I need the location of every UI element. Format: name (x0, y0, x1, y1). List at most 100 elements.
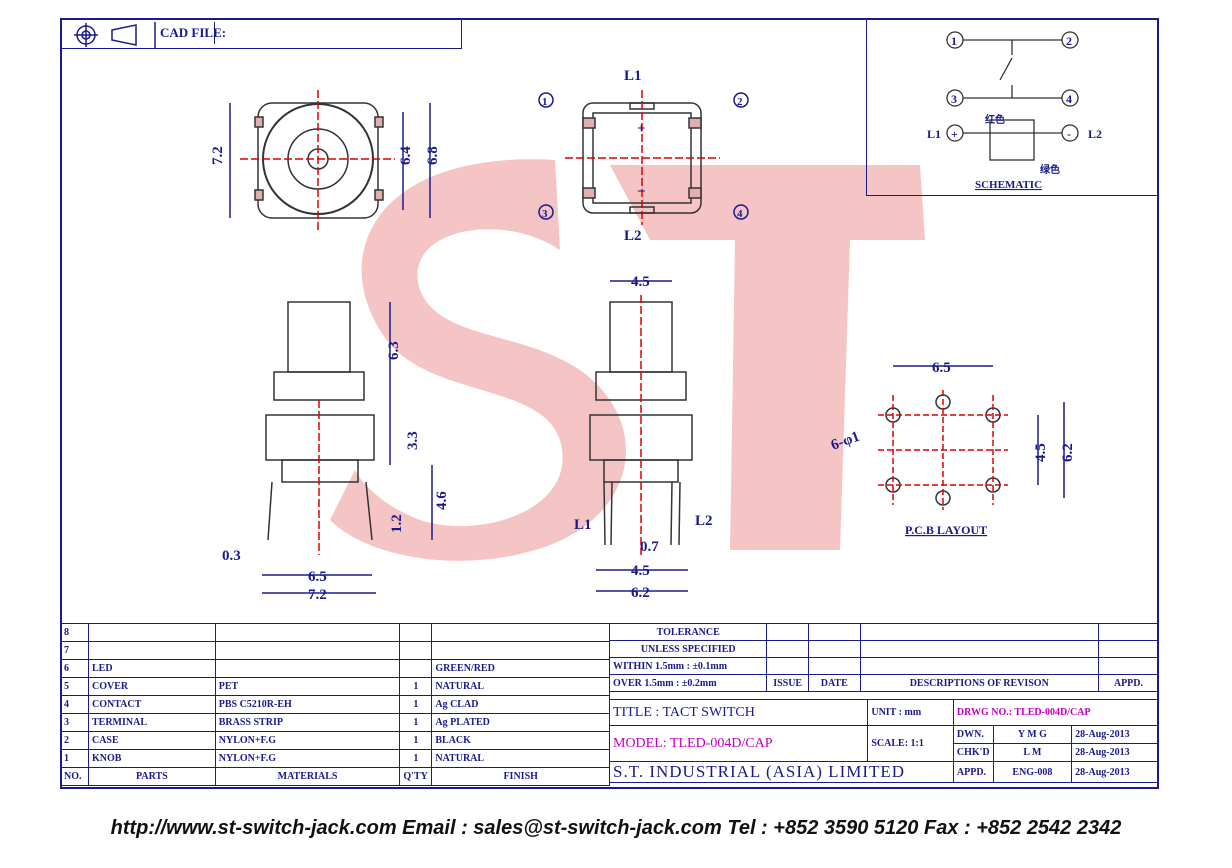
schem-pin-2: 2 (1066, 34, 1072, 48)
front-view (262, 301, 433, 594)
date-header: DATE (807, 674, 861, 692)
bom-cell-material (214, 659, 401, 678)
dim-front-0.3: 0.3 (222, 548, 241, 564)
bom-cell-qty (399, 623, 433, 642)
dim-front-4.6: 4.6 (434, 491, 450, 510)
bottom-l1-label: L1 (624, 68, 642, 84)
bom-cell-finish: Ag CLAD (431, 695, 610, 714)
appd-header: APPD. (1097, 674, 1160, 692)
bottom-plus: + (637, 121, 646, 137)
bom-cell-qty (399, 641, 433, 660)
bom-cell-part: TERMINAL (87, 713, 216, 732)
dim-front-6.3: 6.3 (386, 341, 402, 360)
dim-top-6.8: 6.8 (425, 146, 441, 165)
schem-minus: - (1067, 127, 1071, 141)
cad-file-label: CAD FILE: (160, 25, 227, 40)
chk-value: L M (992, 743, 1073, 762)
company-name: S.T. INDUSTRIAL (ASIA) LIMITED (609, 761, 954, 783)
bom-cell-finish (431, 641, 610, 660)
bom-row: 7 (60, 641, 610, 660)
tolerance: TOLERANCE (608, 623, 768, 641)
bom-cell-no: 3 (60, 713, 89, 732)
schem-l2: L2 (1088, 127, 1102, 141)
bom-cell-part (87, 641, 216, 660)
bottom-pin-3: 3 (542, 208, 548, 220)
schem-red-label: 红色 (985, 113, 1005, 126)
bom-cell-material: PBS C5210R-EH (214, 695, 401, 714)
dim-front-6.5: 6.5 (308, 569, 327, 585)
bom-cell-qty (399, 659, 433, 678)
bom-cell-no: 2 (60, 731, 89, 750)
dwn-value: Y M G (992, 725, 1073, 744)
dim-top-7.2: 7.2 (210, 146, 226, 165)
bom-cell-material: NYLON+F.G (214, 749, 401, 768)
unit: UNIT : mm (867, 699, 954, 726)
bottom-view (538, 90, 749, 225)
tol-within: WITHIN 1.5mm : ±0.1mm (608, 657, 768, 675)
bom-cell-part: COVER (87, 677, 216, 696)
bom-row: 8 (60, 623, 610, 642)
dim-front-3.3: 3.3 (405, 431, 421, 450)
appd-date: 28-Aug-2013 (1071, 761, 1159, 783)
desc-header: DESCRIPTIONS OF REVISON (859, 674, 1099, 692)
cad-file-box: CAD FILE: (60, 18, 462, 49)
unless-specified: UNLESS SPECIFIED (608, 640, 768, 658)
schem-plus: + (951, 127, 958, 141)
drawing-sheet (60, 18, 1159, 789)
bom-cell-part: CASE (87, 731, 216, 750)
drawing-title: TITLE : TACT SWITCH (608, 699, 869, 726)
title-block-lower: TITLE : TACT SWITCH UNIT : mm DRWG NO.: … (608, 699, 1160, 783)
dim-front-1.2: 1.2 (389, 514, 405, 533)
bottom-l2-label: L2 (624, 228, 642, 244)
drawing-number: DRWG NO.: TLED-004D/CAP (952, 699, 1160, 726)
pcb-dim-6.2: 6.2 (1060, 443, 1076, 462)
pcb-layout (878, 365, 1065, 510)
pcb-dim-6.5: 6.5 (932, 360, 951, 376)
appd-label: APPD. (952, 761, 994, 783)
schem-pin-3: 3 (951, 92, 957, 106)
bom-cell-finish: NATURAL (431, 677, 610, 696)
title-block: TOLERANCE UNLESS SPECIFIED WITHIN 1.5mm … (608, 623, 1160, 692)
issue-header: ISSUE (766, 674, 809, 692)
side-l1-label: L1 (574, 517, 592, 533)
projection-icon (74, 22, 156, 48)
appd-value: ENG-008 (992, 761, 1073, 783)
projection-symbol-box (74, 22, 215, 44)
dwn-date: 28-Aug-2013 (1071, 725, 1159, 744)
bom-cell-qty: 1 (399, 677, 433, 696)
bom-cell-qty: 1 (399, 695, 433, 714)
schematic-diagram (946, 31, 1079, 161)
dim-side-4.5: 4.5 (631, 563, 650, 579)
bom-cell-material (214, 623, 401, 642)
bom-h-finish: FINISH (431, 767, 610, 786)
dim-side-0.7: 0.7 (640, 539, 659, 555)
bom-cell-qty: 1 (399, 713, 433, 732)
bom-header-row: NO. PARTS MATERIALS Q'TY FINISH (60, 767, 610, 786)
bom-cell-qty: 1 (399, 731, 433, 750)
bom-cell-no: 4 (60, 695, 89, 714)
bottom-minus: − (637, 184, 646, 200)
bom-h-parts: PARTS (87, 767, 216, 786)
bom-cell-finish: NATURAL (431, 749, 610, 768)
bom-cell-part: KNOB (87, 749, 216, 768)
bom-cell-finish: Ag PLATED (431, 713, 610, 732)
schem-pin-1: 1 (951, 34, 957, 48)
bom-cell-material (214, 641, 401, 660)
schem-l1: L1 (927, 127, 941, 141)
schem-pin-4: 4 (1066, 92, 1072, 106)
dwn-label: DWN. (952, 725, 994, 744)
bom-h-qty: Q'TY (399, 767, 433, 786)
model-name: MODEL: TLED-004D/CAP (608, 725, 869, 762)
chk-label: CHK'D (952, 743, 994, 762)
chk-date: 28-Aug-2013 (1071, 743, 1159, 762)
bom-cell-no: 5 (60, 677, 89, 696)
bom-cell-finish (431, 623, 610, 642)
pcb-dim-4.5: 4.5 (1033, 443, 1049, 462)
bom-cell-part: CONTACT (87, 695, 216, 714)
